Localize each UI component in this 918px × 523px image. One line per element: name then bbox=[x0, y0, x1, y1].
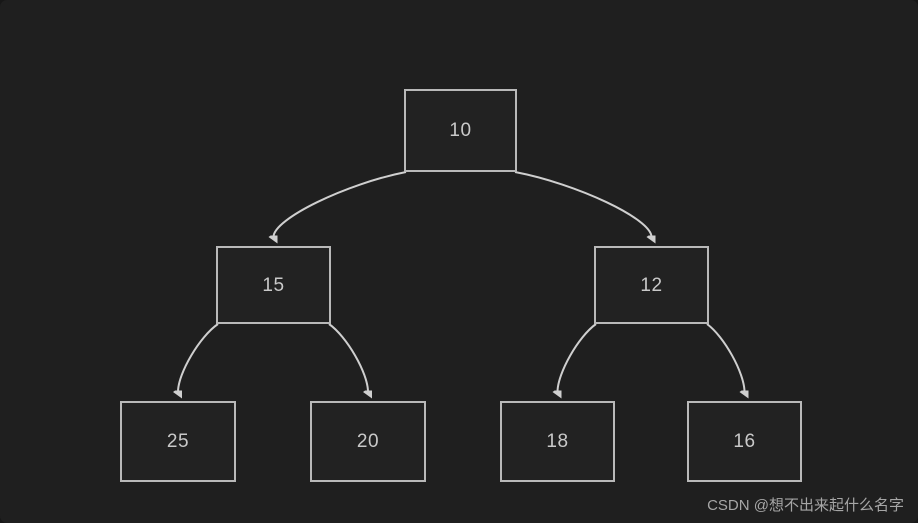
csdn-watermark: CSDN @想不出来起什么名字 bbox=[707, 497, 904, 514]
tree-edge-10-to-12 bbox=[514, 171, 652, 237]
tree-node-label: 25 bbox=[166, 431, 190, 452]
tree-node-15[interactable]: 15 bbox=[216, 246, 331, 324]
tree-node-25[interactable]: 25 bbox=[120, 401, 236, 482]
tree-node-label: 12 bbox=[640, 274, 663, 296]
tree-node-label: 18 bbox=[546, 431, 569, 452]
tree-node-16[interactable]: 16 bbox=[687, 401, 802, 482]
tree-edge-10-to-15 bbox=[274, 171, 407, 237]
tree-edge-12-to-16 bbox=[706, 323, 745, 392]
tree-edge-paths bbox=[178, 171, 745, 392]
tree-node-label: 15 bbox=[262, 274, 285, 296]
tree-node-label: 20 bbox=[356, 431, 380, 452]
tree-node-12[interactable]: 12 bbox=[594, 246, 709, 324]
tree-node-10[interactable]: 10 bbox=[404, 89, 517, 172]
tree-edge-12-to-18 bbox=[558, 323, 597, 392]
tree-node-label: 10 bbox=[449, 120, 472, 141]
tree-node-label: 16 bbox=[733, 431, 756, 452]
tree-edge-15-to-25 bbox=[178, 323, 219, 392]
tree-node-20[interactable]: 20 bbox=[310, 401, 426, 482]
tree-node-18[interactable]: 18 bbox=[500, 401, 615, 482]
tree-edge-15-to-20 bbox=[328, 323, 368, 392]
